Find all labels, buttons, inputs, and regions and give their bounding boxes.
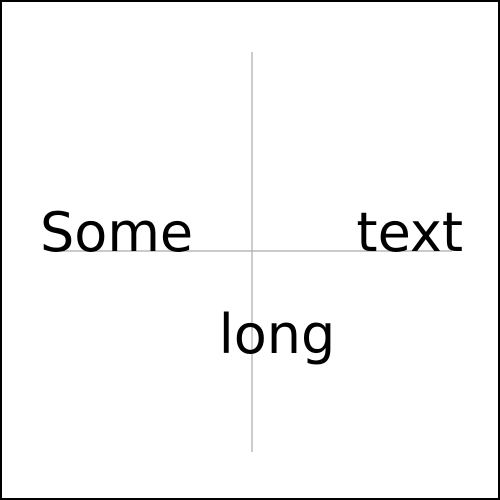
word-text: text <box>356 201 463 264</box>
word-some: Some <box>40 201 193 264</box>
word-long: long <box>219 303 336 366</box>
